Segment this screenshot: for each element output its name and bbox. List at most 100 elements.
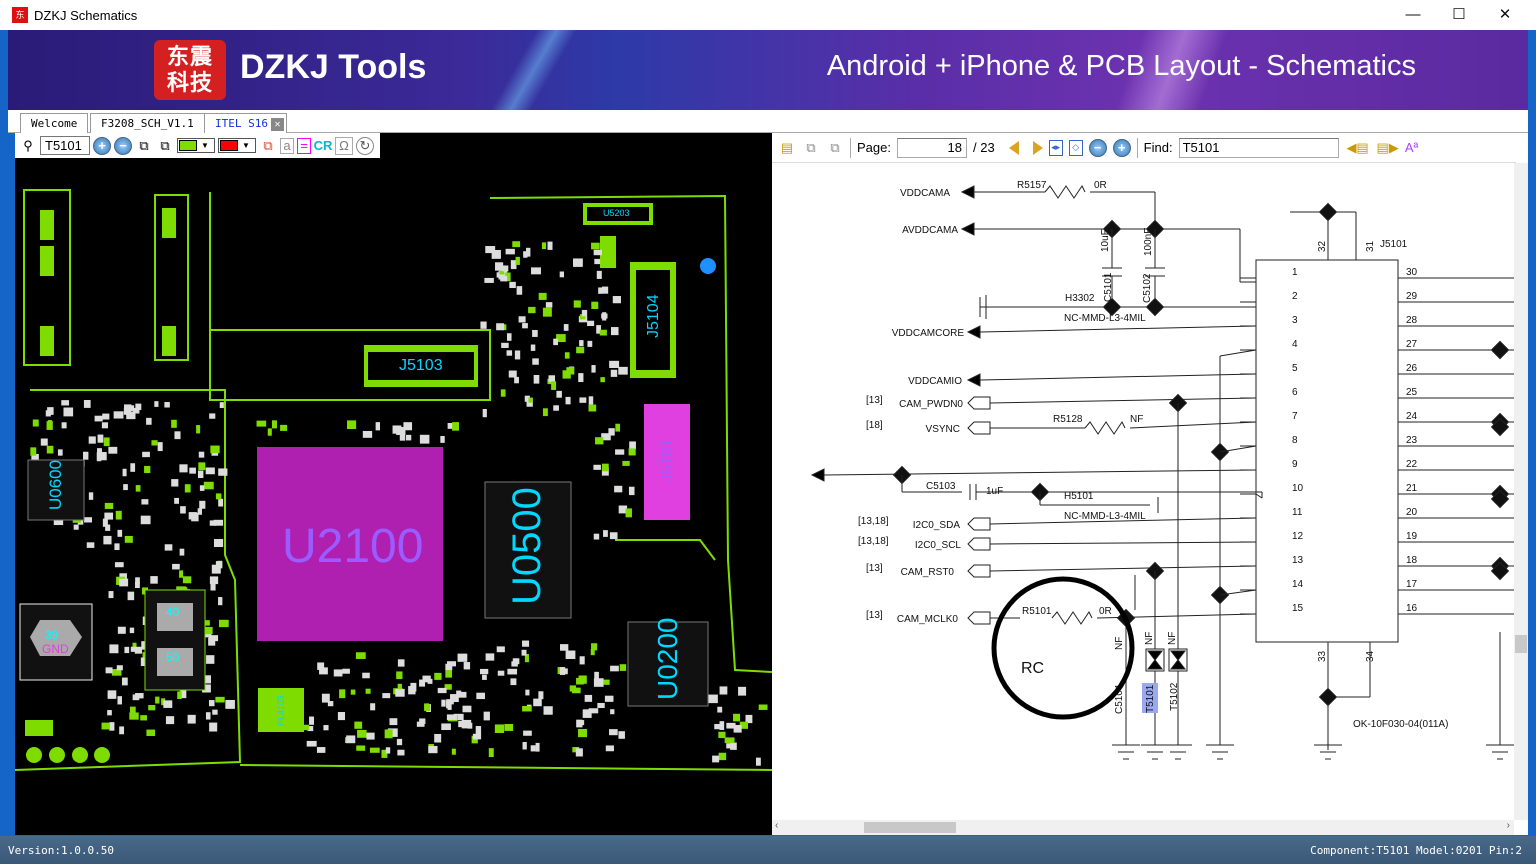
color-picker-1[interactable]: ▼ [177, 138, 215, 153]
pcb-component [538, 292, 547, 300]
component-search-input[interactable] [40, 136, 90, 155]
omega-button[interactable]: Ω [335, 136, 353, 155]
pin-number: 29 [1406, 291, 1418, 302]
tab-itel-s16[interactable]: ITEL S16✕ [204, 113, 287, 133]
schematic-label: 100nF [1143, 228, 1154, 256]
page-input[interactable] [896, 137, 967, 158]
equal-icon[interactable]: = [297, 137, 311, 154]
minimize-button[interactable]: — [1405, 6, 1421, 23]
u0200-chip[interactable] [627, 621, 709, 707]
pin-number: 31 [1365, 240, 1376, 252]
u0600-chip[interactable] [27, 459, 85, 521]
pcb-component [591, 643, 598, 651]
find-input[interactable] [1178, 137, 1339, 158]
hscroll-thumb[interactable] [864, 822, 956, 833]
pcb-component [213, 539, 224, 548]
schematic-label: NC-MMD-L3-4MIL [1064, 511, 1146, 522]
rotate-icon[interactable]: ↻ [356, 136, 374, 155]
tab-label: F3208_SCH_V1.1 [101, 117, 194, 130]
pcb-component [333, 669, 343, 677]
pcb-component [205, 712, 211, 720]
prev-page-icon[interactable] [1008, 140, 1019, 155]
pcb-component [601, 286, 609, 294]
pcb-component [151, 440, 158, 446]
pcb-component [256, 420, 267, 427]
flip-left-icon[interactable]: ⧉ [160, 137, 170, 153]
close-button[interactable]: ✕ [1498, 6, 1512, 23]
copy-left-icon[interactable]: ⧉ [830, 139, 840, 155]
brand-name: DZKJ Tools [240, 48, 427, 86]
cr-button[interactable]: CR [313, 138, 333, 153]
pcb-component [514, 376, 519, 384]
wire [1219, 589, 1257, 596]
pcb-component [362, 672, 370, 679]
component-info: Component:T5101 Model:0201 Pin:2 [1310, 844, 1522, 857]
schematic-label: 1uF [986, 486, 1003, 497]
flip-right-icon[interactable]: ⧉ [139, 137, 149, 153]
zoom-out-icon[interactable]: − [114, 136, 132, 155]
pcb-component [205, 467, 215, 475]
text-a-icon[interactable]: a [280, 137, 294, 154]
sch-zoom-in-icon[interactable]: + [1112, 138, 1131, 157]
pcb-component [73, 524, 79, 530]
net-port [967, 537, 991, 551]
vscroll-thumb[interactable] [1515, 635, 1527, 653]
find-prev-icon[interactable]: ◀▤ [1346, 139, 1369, 155]
pcb-component [548, 375, 556, 383]
u0500-chip[interactable] [484, 481, 572, 619]
pcb-component [726, 722, 736, 729]
pcb-component [452, 422, 460, 431]
pcb-component [605, 745, 614, 752]
page-label: Page: [857, 140, 891, 155]
sch-zoom-out-icon[interactable]: − [1088, 138, 1107, 157]
color-picker-2[interactable]: ▼ [218, 138, 256, 153]
pcb-component [119, 573, 127, 580]
fit-page-icon[interactable]: ◇ [1068, 139, 1083, 156]
u2100-chip[interactable] [257, 447, 443, 641]
layers-icon[interactable]: ⧉ [263, 137, 273, 153]
schematic-label: NF [1114, 637, 1125, 650]
pcb-component [584, 694, 593, 702]
open-icon[interactable]: ▤ [780, 139, 794, 155]
tab-welcome[interactable]: Welcome [20, 113, 89, 133]
pcb-component [210, 583, 216, 591]
copy-right-icon[interactable]: ⧉ [806, 139, 816, 155]
fit-width-icon[interactable]: ◂▸ [1048, 139, 1063, 156]
vertical-scrollbar[interactable] [1514, 163, 1528, 820]
pcb-component [726, 743, 735, 749]
pcb-component [198, 462, 206, 471]
pcb-view[interactable]: U2100 U0500 U0200 U0600 J5103 J5104 J510… [15, 133, 772, 835]
pcb-component [628, 448, 636, 456]
pcb-component [135, 403, 142, 411]
pcb-component [141, 499, 149, 505]
next-page-icon[interactable] [1032, 140, 1043, 155]
pcb-component [164, 402, 170, 408]
pcb-component [496, 323, 505, 331]
wire [989, 397, 1257, 404]
font-size-icon[interactable]: Aª [1404, 140, 1419, 155]
pcb-component [148, 705, 156, 711]
pcb-component [498, 270, 508, 280]
pcb-component [609, 729, 618, 736]
pcb-component [117, 529, 123, 537]
tab-f3208[interactable]: F3208_SCH_V1.1 [90, 113, 205, 133]
pcb-component [126, 411, 136, 420]
schematic-label: R5101 [1022, 606, 1052, 617]
search-icon[interactable]: ⚲ [23, 137, 33, 153]
pcb-component [127, 591, 135, 601]
tab-close-icon[interactable]: ✕ [270, 118, 284, 131]
pcb-component [601, 433, 611, 441]
pcb-component [593, 249, 602, 256]
pcb-component [122, 468, 127, 477]
pcb-component [370, 703, 376, 711]
maximize-button[interactable]: ☐ [1452, 6, 1466, 23]
pcb-component [579, 314, 586, 320]
pcb-component [179, 464, 188, 473]
zoom-in-icon[interactable]: + [93, 136, 111, 155]
horizontal-scrollbar[interactable]: ‹› [772, 820, 1514, 835]
find-next-icon[interactable]: ▤▶ [1376, 139, 1399, 155]
pcb-component [717, 706, 723, 713]
pcb-component [187, 714, 196, 724]
j5101-highlight[interactable] [644, 404, 690, 520]
